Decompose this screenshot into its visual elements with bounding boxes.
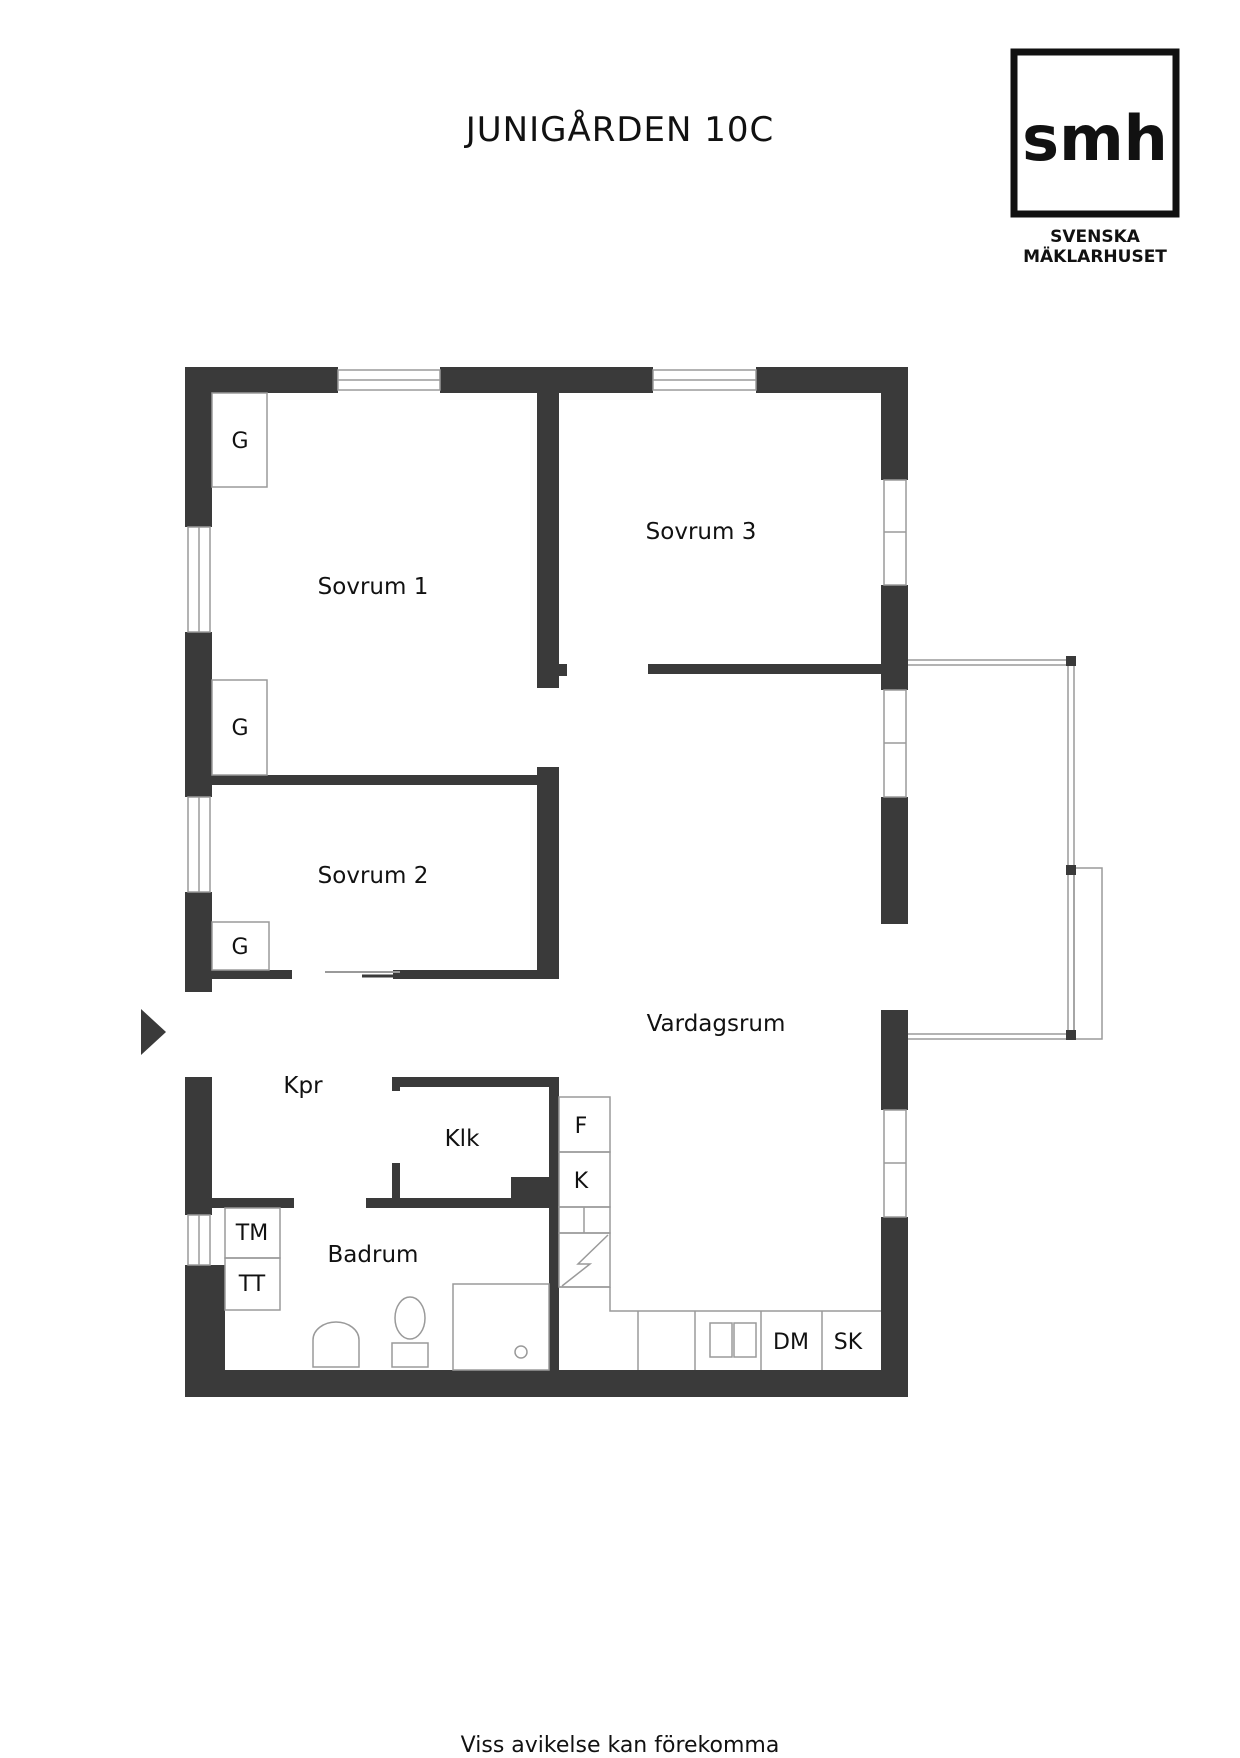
bathroom-fixtures (224, 1207, 550, 1371)
logo-line-2: MÄKLARHUSET (1023, 245, 1167, 267)
sliding-door (325, 971, 400, 978)
label-f: F (575, 1114, 588, 1139)
label-sovrum-2: Sovrum 2 (318, 863, 429, 889)
sink-right (733, 1322, 757, 1358)
windows (187, 369, 907, 1266)
sink-left (709, 1322, 733, 1358)
electrical-panel-icon (561, 1234, 609, 1287)
label-dm: DM (773, 1330, 809, 1355)
label-tt: TT (238, 1272, 266, 1297)
logo-line-1: SVENSKA (1050, 227, 1141, 247)
washbasin-icon (312, 1321, 360, 1368)
room-labels: Sovrum 1 Sovrum 2 Sovrum 3 Vardagsrum Kp… (283, 519, 785, 1268)
label-tm: TM (235, 1221, 268, 1246)
label-klk: Klk (445, 1126, 480, 1152)
label-sovrum-3: Sovrum 3 (646, 519, 757, 545)
logo-mark: smh (1022, 102, 1168, 175)
agency-logo: smh SVENSKA MÄKLARHUSET (1010, 48, 1180, 267)
label-sovrum-1: Sovrum 1 (318, 574, 429, 600)
balcony (908, 656, 1103, 1040)
fixture-labels: G G G F K TM TT DM SK (231, 429, 862, 1355)
label-badrum: Badrum (328, 1242, 419, 1268)
disclaimer: Viss avikelse kan förekomma (460, 1733, 780, 1758)
kitchen (558, 1096, 881, 1370)
label-kpr: Kpr (283, 1073, 323, 1099)
tumble-dryer (224, 1257, 281, 1311)
label-g-sovrum-2: G (231, 935, 248, 960)
label-g-sovrum-1-bottom: G (231, 716, 248, 741)
entrance-arrow-icon (141, 1009, 166, 1055)
outer-walls (185, 367, 908, 1397)
label-vardagsrum: Vardagsrum (647, 1011, 786, 1037)
wardrobes (211, 392, 270, 971)
page-title: JUNIGÅRDEN 10C (465, 110, 775, 150)
shower (452, 1283, 550, 1371)
label-g-sovrum-1-top: G (231, 429, 248, 454)
interior-walls (212, 393, 881, 1370)
toilet-icon (394, 1296, 426, 1340)
label-k: K (574, 1169, 589, 1194)
label-sk: SK (834, 1330, 863, 1355)
